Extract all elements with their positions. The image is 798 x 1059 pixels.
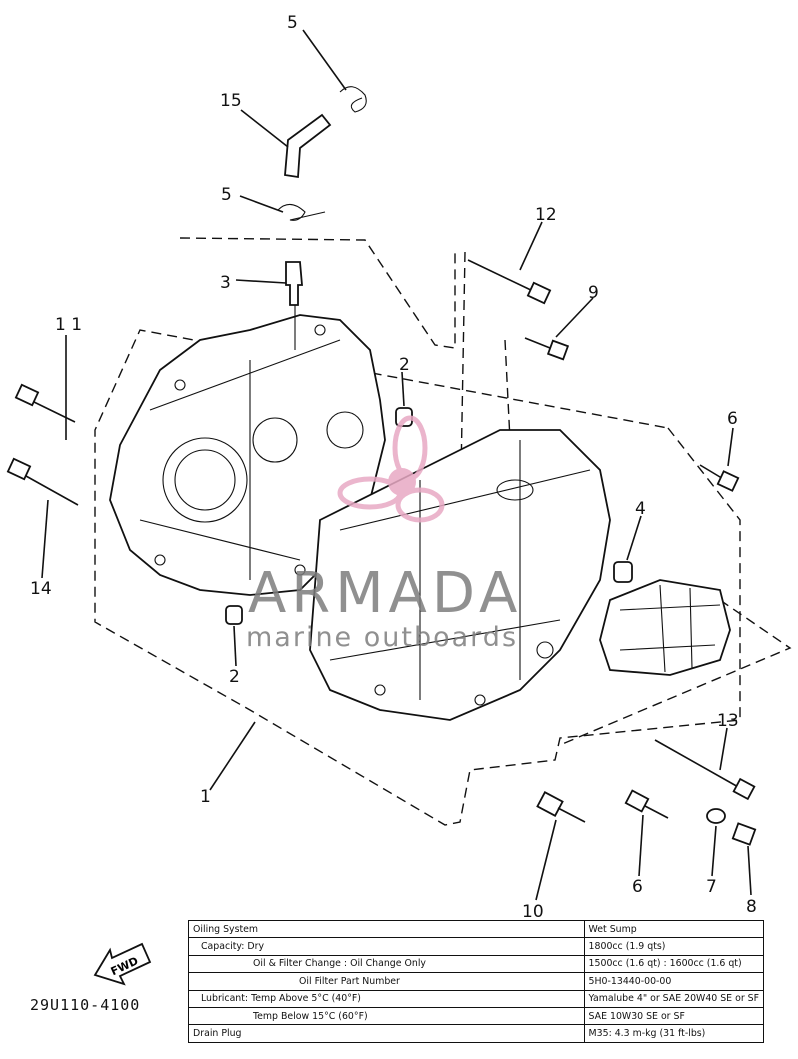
table-row: Drain Plug M35: 4.3 m-kg (31 ft-lbs) <box>188 1024 765 1043</box>
bolt-11 <box>14 383 76 423</box>
spec-value: 1800cc (1.9 qts) <box>583 937 765 956</box>
spec-label: Oil Filter Part Number <box>188 972 585 991</box>
oil-specification-table: Oiling System Wet Sump Capacity: Dry 180… <box>188 919 765 1043</box>
table-row: Oiling System Wet Sump <box>188 919 765 939</box>
propeller-logo-icon <box>337 415 445 523</box>
bolt-12 <box>467 259 552 305</box>
callout-10: 10 <box>522 902 544 922</box>
callout-2-lower: 2 <box>229 667 240 687</box>
table-row: Lubricant: Temp Above 5°C (40°F) Yamalub… <box>188 989 765 1008</box>
spec-label: Drain Plug <box>188 1024 585 1043</box>
spec-value: Wet Sump <box>583 919 765 939</box>
watermark-brand: ARMADA <box>248 561 522 626</box>
table-row: Capacity: Dry 1800cc (1.9 qts) <box>188 937 765 956</box>
armada-watermark: ARMADA marine outboards <box>246 415 522 653</box>
callout-4: 4 <box>635 499 646 519</box>
assembly-outline-right <box>559 599 792 746</box>
callout-8: 8 <box>746 897 757 917</box>
hose-clamp-top <box>339 86 367 113</box>
spec-value: SAE 10W30 SE or SF <box>583 1006 765 1026</box>
breather-fitting <box>285 261 303 306</box>
dowel-pin-2-lower <box>225 605 243 625</box>
table-row: Oil & Filter Change : Oil Change Only 15… <box>188 954 765 974</box>
spec-value: 1500cc (1.6 qt) : 1600cc (1.6 qt) <box>583 954 765 974</box>
dowel-pin-4 <box>613 561 633 583</box>
callout-3: 3 <box>220 273 231 293</box>
callout-12: 12 <box>535 205 557 225</box>
crankcase-left-half <box>109 314 386 596</box>
callout-15: 15 <box>220 91 242 111</box>
callout-7: 7 <box>706 877 717 897</box>
callout-1: 1 <box>200 787 211 807</box>
table-row: Temp Below 15°C (60°F) SAE 10W30 SE or S… <box>188 1006 765 1026</box>
oil-pump-cover <box>599 579 731 676</box>
spec-label: Temp Below 15°C (60°F) <box>188 1006 585 1026</box>
bolt-10 <box>536 791 586 823</box>
bolt-14 <box>6 457 79 506</box>
washer-7 <box>706 808 726 824</box>
callout-9: 9 <box>588 283 599 303</box>
spec-label: Oil & Filter Change : Oil Change Only <box>188 954 585 974</box>
hose-clamp-bottom <box>277 203 326 221</box>
watermark-tagline: marine outboards <box>246 622 518 653</box>
callout-5-mid: 5 <box>221 185 232 205</box>
bolt-9 <box>524 337 570 361</box>
callout-11: 1 1 <box>55 315 82 335</box>
callout-6-lower: 6 <box>632 877 643 897</box>
callout-14: 14 <box>30 579 52 599</box>
bolt-6-upper <box>699 464 740 492</box>
part-code: 29U110-4100 <box>30 996 141 1014</box>
bolt-6-lower <box>624 789 669 819</box>
leader-lines <box>41 29 752 901</box>
spec-value: Yamalube 4" or SAE 20W40 SE or SF <box>583 989 765 1008</box>
callout-2-upper: 2 <box>399 355 410 375</box>
assembly-outline <box>94 237 741 826</box>
spec-value: 5H0-13440-00-00 <box>583 972 765 991</box>
callout-6-upper: 6 <box>727 409 738 429</box>
spec-label: Lubricant: Temp Above 5°C (40°F) <box>188 989 585 1008</box>
callout-13: 13 <box>717 711 739 731</box>
breather-hose <box>284 113 332 179</box>
fwd-arrow-icon: FWD <box>93 942 152 986</box>
spec-label: Oiling System <box>188 919 585 939</box>
spec-value: M35: 4.3 m-kg (31 ft-lbs) <box>583 1024 765 1043</box>
callout-5-top: 5 <box>287 13 298 33</box>
crankcase-right-half <box>309 429 611 721</box>
spec-label: Capacity: Dry <box>188 937 585 956</box>
table-row: Oil Filter Part Number 5H0-13440-00-00 <box>188 972 765 991</box>
drain-plug-8 <box>731 822 757 846</box>
bolt-13 <box>654 739 756 801</box>
